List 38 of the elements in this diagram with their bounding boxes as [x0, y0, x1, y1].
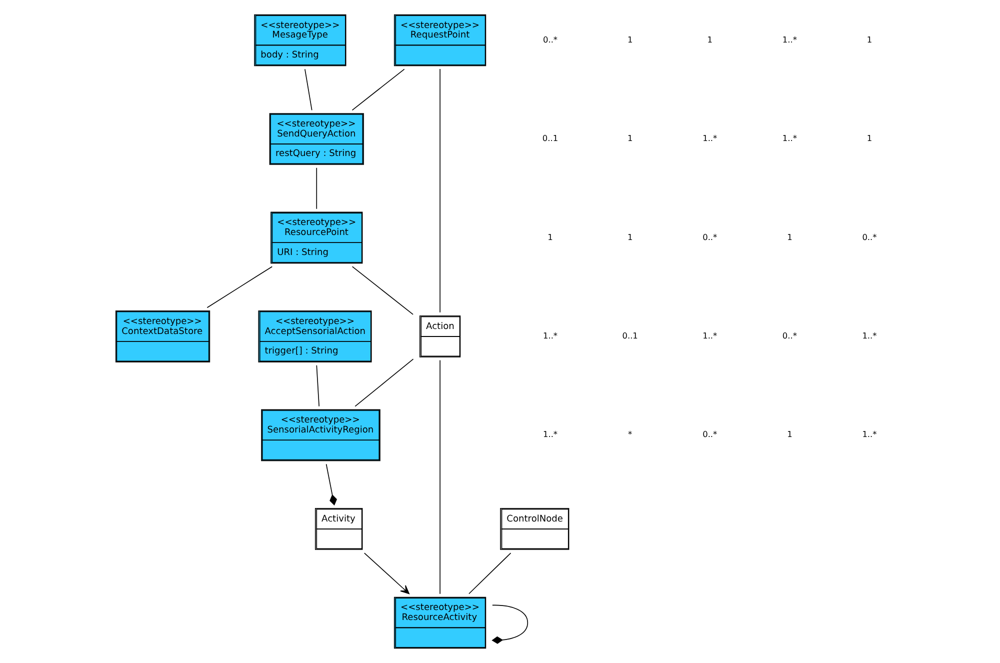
label: 1 — [706, 34, 712, 44]
label: 1 — [866, 133, 872, 144]
label: 1 — [547, 232, 552, 242]
label: 1 — [786, 232, 792, 242]
connector — [304, 68, 312, 111]
label: 0..* — [542, 34, 558, 44]
label: 1..* — [862, 330, 876, 340]
arrow — [363, 552, 409, 594]
label: 1 — [626, 133, 632, 144]
connector — [206, 266, 272, 308]
label: 1..* — [782, 34, 796, 44]
connector — [439, 68, 440, 313]
label: 1..* — [542, 330, 558, 340]
connector — [316, 364, 319, 407]
connector — [351, 266, 413, 315]
connector — [354, 358, 414, 407]
connector — [325, 464, 337, 506]
label: 1 — [866, 34, 872, 44]
connector — [351, 68, 404, 111]
label: 1..* — [862, 429, 876, 440]
label: 1 — [786, 429, 792, 440]
label: 1..* — [782, 133, 796, 144]
label: * — [628, 429, 632, 440]
label: 0..* — [782, 330, 796, 340]
label: 1..* — [702, 330, 717, 340]
label: 1..* — [702, 133, 717, 144]
label: 1 — [626, 232, 632, 242]
label: 0..* — [862, 232, 876, 242]
connector — [316, 167, 317, 210]
label: 1 — [626, 34, 632, 44]
label: 0..* — [702, 232, 717, 242]
connector — [439, 360, 440, 594]
connector — [491, 604, 528, 644]
connector — [468, 552, 511, 594]
label: 1..* — [542, 429, 558, 440]
label: 0..1 — [542, 133, 558, 144]
label: 0..* — [702, 429, 717, 440]
label: 0..1 — [622, 330, 638, 340]
